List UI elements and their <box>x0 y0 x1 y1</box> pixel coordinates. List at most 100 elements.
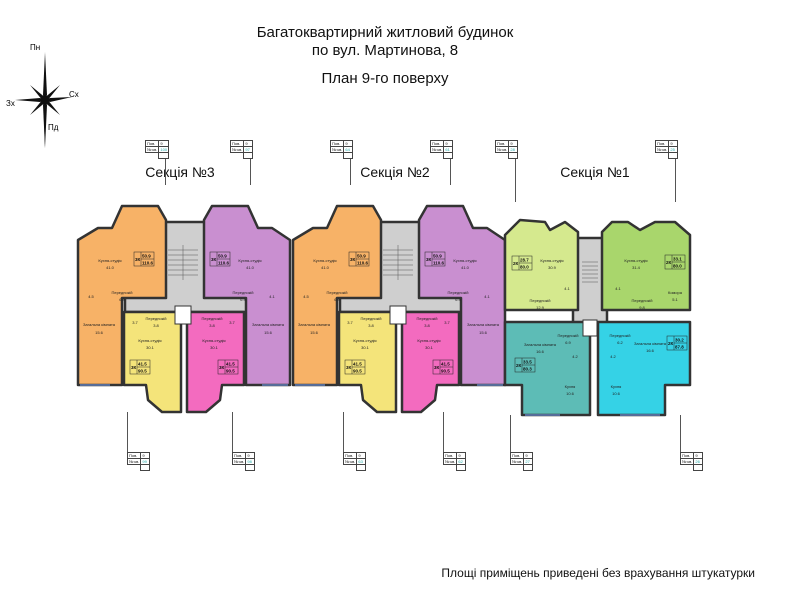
tag-leader-line <box>232 412 233 452</box>
apartment-label: № кв. <box>679 458 695 465</box>
apartment-label: № кв. <box>329 146 345 153</box>
room-area: 41.0 <box>321 265 330 270</box>
room-area: 30.1 <box>361 345 370 350</box>
room-name: Кухня-студія <box>540 258 563 263</box>
elevator <box>389 305 407 325</box>
apartment-number: 63 <box>356 458 367 465</box>
room-area: 4.1 <box>484 294 490 299</box>
room-area: 6.9 <box>119 297 125 302</box>
apartment-summary-box: 2К 30.2 87.8 <box>666 335 688 351</box>
room-name: Кухня <box>611 384 622 389</box>
apartment-tag: Пов.9 № кв.62 <box>442 452 469 471</box>
apartment-number: 62 <box>456 458 467 465</box>
apartment-tag: Пов.9 № кв.99 <box>126 452 153 471</box>
compass-north: Пн <box>30 43 40 52</box>
room-area: 41.0 <box>246 265 255 270</box>
apartment-tag: Пов.9 № кв.63 <box>342 452 369 471</box>
apartment-summary-box: 3К 41.5 90.5 <box>432 359 454 375</box>
room-name: Передпокій <box>145 316 166 321</box>
room-area: 4.2 <box>572 354 578 359</box>
apartment-tag: Пов.9 № кв.26 <box>679 452 706 471</box>
apartment-summary-box: 2К 28.7 80.0 <box>511 255 533 271</box>
room-name: Передпокій <box>326 290 347 295</box>
room-name: Загальна кімната <box>467 322 500 327</box>
room-name: Кухня-студія <box>313 258 336 263</box>
total-area: 80.3 <box>523 367 532 372</box>
apartment-pink <box>400 310 461 414</box>
room-name: Кухня-студія <box>238 258 261 263</box>
apartment-number: 97 <box>243 146 254 153</box>
apartment-number: 61 <box>443 146 454 153</box>
apartment-type: 3К <box>426 257 432 262</box>
room-name: Загальна кімната <box>252 322 285 327</box>
total-area: 90.5 <box>138 369 147 374</box>
apartment-type: 2К <box>668 341 674 346</box>
room-area: 6.9 <box>334 297 340 302</box>
tag-leader-line <box>250 158 251 185</box>
total-area: 80.0 <box>520 265 529 270</box>
apartment-type: 3К <box>346 365 352 370</box>
room-area: 3.7 <box>229 320 235 325</box>
room-name: Передпокій <box>416 316 437 321</box>
apartment-summary-box: 3К 41.5 90.5 <box>129 359 151 375</box>
living-area: 28.7 <box>520 258 529 263</box>
room-area: 6.9 <box>455 297 461 302</box>
tag-leader-line <box>680 415 681 452</box>
apartment-tag: Пов.9 № кв.98 <box>231 452 258 471</box>
room-area: 3.8 <box>424 323 430 328</box>
room-area: 3.8 <box>368 323 374 328</box>
total-area: 110.6 <box>433 261 445 266</box>
room-name: Загальна кімната <box>83 322 116 327</box>
room-area: 30.1 <box>146 345 155 350</box>
apartment-yellow <box>122 310 183 414</box>
apartment-tag: Пов.9 № кв.28 <box>494 140 521 159</box>
room-area: 3.7 <box>347 320 353 325</box>
compass-rose-icon <box>15 52 72 148</box>
tag-leader-line <box>443 412 444 452</box>
apartment-summary-box: 3К 50.9 110.6 <box>424 251 446 267</box>
apartment-label: № кв. <box>342 458 358 465</box>
apartment-label: № кв. <box>231 458 247 465</box>
apartment-type: 3К <box>434 365 440 370</box>
living-area: 50.9 <box>357 254 366 259</box>
room-area: 3.8 <box>209 323 215 328</box>
apartment-pink <box>185 310 246 414</box>
compass-west: Зх <box>6 99 15 108</box>
room-area: 16.6 <box>646 348 655 353</box>
windows <box>80 384 660 416</box>
apartment-purple <box>202 204 292 387</box>
room-area: 41.0 <box>461 265 470 270</box>
plan-title: План 9-го поверху <box>321 70 449 87</box>
building-address: по вул. Мартинова, 8 <box>311 42 459 59</box>
apartment-label: № кв. <box>126 458 142 465</box>
elevator-s1 <box>582 319 598 337</box>
room-area: 4.1 <box>269 294 275 299</box>
room-area: 41.0 <box>106 265 115 270</box>
room-area: 4.5 <box>303 294 309 299</box>
room-name: Передпокій <box>447 290 468 295</box>
room-area: 30.9 <box>548 265 557 270</box>
apartment-s1-b <box>600 220 692 312</box>
total-area: 90.5 <box>226 369 235 374</box>
apartment-type: 3К <box>211 257 217 262</box>
apartment-number: 100 <box>158 146 170 153</box>
building-title: Багатоквартирний житловий будинок <box>256 24 514 41</box>
living-area: 41.5 <box>353 362 362 367</box>
apartment-label: № кв. <box>229 146 245 153</box>
total-area: 110.6 <box>357 261 369 266</box>
tag-leader-line <box>515 158 516 202</box>
room-area: 15.6 <box>479 330 488 335</box>
room-area: 16.6 <box>536 349 545 354</box>
room-name: Кухня-студія <box>202 338 225 343</box>
room-area: 10.6 <box>612 391 621 396</box>
room-name: Загальна кімната <box>634 341 667 346</box>
living-area: 41.5 <box>138 362 147 367</box>
living-area: 50.9 <box>142 254 151 259</box>
apartment-tag: Пов.9 № кв.25 <box>654 140 681 159</box>
apartment-summary-box: 2К 33.1 80.0 <box>664 254 686 270</box>
room-area: 4.2 <box>610 354 616 359</box>
room-area: 15.6 <box>264 330 273 335</box>
room-area: 4.1 <box>564 286 570 291</box>
living-area: 41.5 <box>226 362 235 367</box>
living-area: 30.2 <box>675 338 684 343</box>
